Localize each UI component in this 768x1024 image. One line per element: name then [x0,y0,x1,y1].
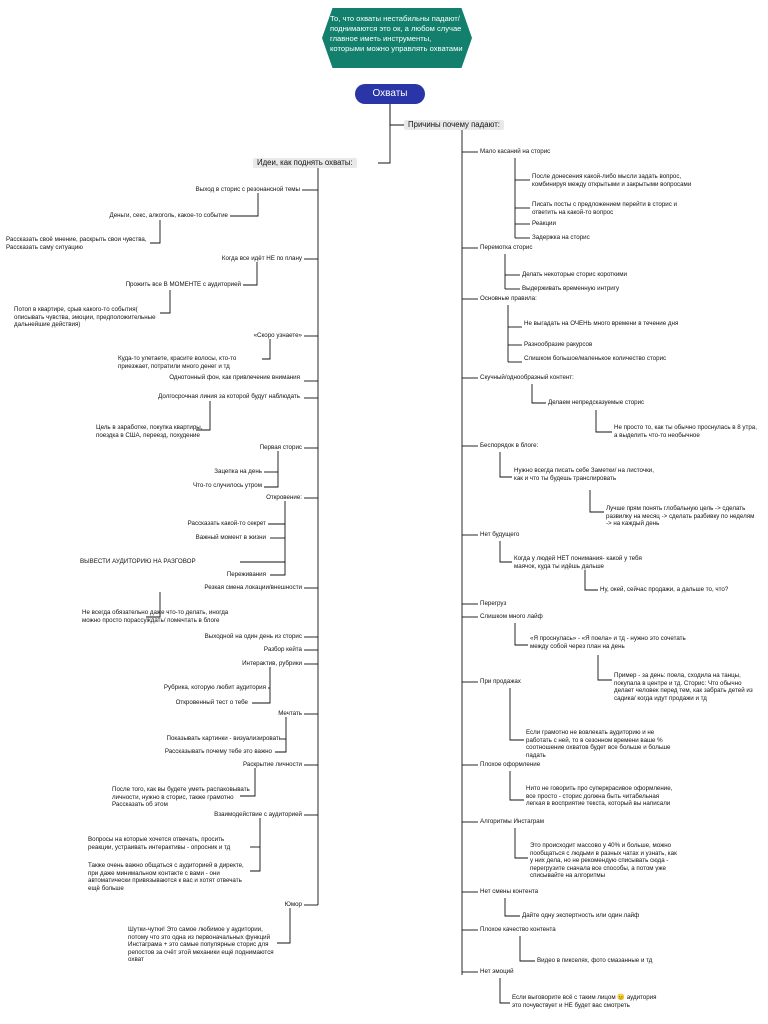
node-jokes[interactable]: Шутки-чутки! Это самое любимое у аудитор… [128,926,274,964]
node-reactions[interactable]: Реакции [532,220,556,227]
node-example-day[interactable]: Пример - за день: поела, сходила на танц… [614,672,753,702]
node-no-future[interactable]: Нет будущего [480,531,520,538]
node-goal-earn[interactable]: Цель в заработке, покупка квартиры, поез… [96,424,203,439]
node-dream-blog[interactable]: Не всегда обязательно даже что-то делать… [82,609,229,624]
node-pictures[interactable]: Показывать картинки - визуализировать [166,735,282,742]
node-rule-time[interactable]: Не выгадать на ОЧЕНЬ много времени в теч… [524,320,679,327]
node-case-review[interactable]: Разбор кейта [263,646,302,653]
node-unpredictable[interactable]: Делаем непредсказуемые сторис [548,399,645,406]
node-interactive[interactable]: Интерактив, рубрики [242,660,302,667]
node-face[interactable]: Если выговорите всё с таким лицом 😐 ауди… [512,994,657,1009]
node-few-touches[interactable]: Мало касаний на сторис [480,148,551,155]
node-too-much-life[interactable]: Слишком много лайф [480,613,543,620]
node-day-plan[interactable]: «Я проснулась» - «Я поела» и тд - нужно … [530,635,686,650]
node-personality[interactable]: Раскрытие личности [242,761,302,768]
node-intrigue[interactable]: Выдерживать временную интригу [522,285,620,292]
node-ask-question[interactable]: После донесения какой-либо мысли задать … [532,173,692,188]
node-morning[interactable]: Что-то случилось утром [192,482,262,489]
root-node[interactable]: Охваты [355,84,425,104]
node-no-beacon[interactable]: Когда у людей НЕТ понимания- какой у теб… [514,555,642,570]
node-rule-amount[interactable]: Слишком большое/маленькое количество сто… [524,355,667,362]
node-resonant-topic[interactable]: Выход в сторис с резонансной темы [195,186,300,193]
node-dream[interactable]: Мечтать [278,710,302,717]
node-day-off[interactable]: Выходной на один день из сторис [204,633,302,640]
node-not-plan[interactable]: Когда все идёт НЕ по плану [221,255,302,262]
node-bad-design[interactable]: Плохое оформление [480,761,541,768]
node-interaction[interactable]: Взаимодействие с аудиторией [214,811,302,818]
node-bad-quality[interactable]: Плохое качество контента [480,926,556,933]
node-humor[interactable]: Юмор [284,901,302,908]
node-direct[interactable]: Также очень важно общаться с аудиторией … [88,862,244,892]
node-first-story[interactable]: Первая сторис [259,444,302,451]
node-honest-test[interactable]: Откровенный тест о тебе [175,699,248,706]
node-live-moment[interactable]: Прожить все В МОМЕНТЕ с аудиторией [125,281,241,288]
node-rubric[interactable]: Рубрика, которую любит аудитория [163,684,266,691]
node-readable[interactable]: Нито не говорить про суперкрасивое оформ… [526,785,673,808]
node-engagement[interactable]: Если грамотно не вовлекать аудиторию и н… [526,729,671,759]
node-money-sex[interactable]: Деньги, секс, алкоголь, какое-то событие [109,212,229,219]
node-questions[interactable]: Вопросы на которые хочется отвечать, про… [88,836,231,851]
node-unusual[interactable]: Не просто то, как ты обычно проснулась в… [614,424,757,439]
node-long-line[interactable]: Долгосрочная линия за которой будут набл… [158,393,300,400]
node-sales-next[interactable]: Ну, окей, сейчас продажи, а дальше то, ч… [600,586,729,593]
node-story-delay[interactable]: Задержка на сторис [532,234,590,241]
node-boring[interactable]: Скучный/однообразный контент: [480,374,574,381]
node-notes[interactable]: Нужно всегда писать себе Заметки/ на лис… [514,467,654,482]
node-hook[interactable]: Зацепка на день [214,468,262,475]
node-mess[interactable]: Беспорядок в блоге: [480,442,539,449]
node-global-goal[interactable]: Лучше прям понять глобальную цель -> сде… [606,505,755,528]
node-secret[interactable]: Рассказать какой-то секрет [187,520,266,527]
node-location-change[interactable]: Резкая смена локации/внешности [204,584,302,591]
node-rewind[interactable]: Перемотка сторис [480,244,533,251]
node-overload[interactable]: Перегруз [480,600,507,607]
node-flood[interactable]: Потоп в квартире, срыв какого-то события… [14,306,156,329]
central-topic-note[interactable]: То, что охваты нестабильны падают/подним… [322,8,472,68]
node-rules[interactable]: Основные правила: [480,295,537,302]
node-post-invite[interactable]: Писать посты с предложением перейти в ст… [532,201,678,216]
node-unpack[interactable]: После того, как вы будете уметь распаков… [112,786,250,809]
node-worries[interactable]: Переживания [226,571,266,578]
node-rule-angles[interactable]: Разнообразие ракурсов [524,341,593,348]
node-important-moment[interactable]: Важный момент в жизни [195,534,266,541]
header-causes[interactable]: Причины почему падают: [404,120,504,130]
node-no-emotions[interactable]: Нет эмоций [480,968,514,975]
node-soon[interactable]: «Скоро узнаете» [253,332,302,339]
node-no-change[interactable]: Нет смены контента [480,888,539,895]
node-short-stories[interactable]: Делать некоторые сторис короткими [522,271,627,278]
node-one-expertise[interactable]: Дайте одну экспертность или один лайф [522,912,640,919]
header-ideas[interactable]: Идеи, как поднять охваты: [253,158,357,168]
node-why-important[interactable]: Рассказывать почему тебе это важно [164,748,272,755]
node-algorithms[interactable]: Алгоритмы Инстаграм [480,818,545,825]
node-plain-bg[interactable]: Однотонный фон, как привлечение внимания [169,374,300,381]
node-pixels[interactable]: Видео в пикселях, фото смазанные и тд [537,957,653,964]
node-algorithms-note[interactable]: Это происходит массово у 40% и больше, м… [530,842,677,880]
node-revelation[interactable]: Откровение: [266,494,302,501]
node-flying[interactable]: Куда-то улетаете, красите волосы, кто-то… [118,355,237,370]
node-conversation[interactable]: ВЫВЕСТИ АУДИТОРИЮ НА РАЗГОВОР [80,558,196,565]
node-sales[interactable]: При продажах [480,678,521,685]
node-share-opinion[interactable]: Рассказать своё мнение, раскрыть свои чу… [6,236,147,251]
